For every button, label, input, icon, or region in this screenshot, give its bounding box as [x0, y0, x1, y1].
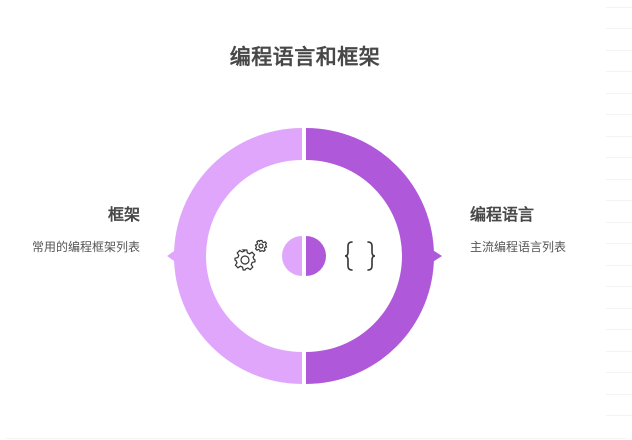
left-segment	[167, 128, 302, 384]
right-segment	[306, 128, 442, 384]
left-label-description: 常用的编程框架列表	[31, 240, 140, 254]
background-guide-lines	[606, 0, 632, 440]
right-label-description: 主流编程语言列表	[470, 240, 567, 254]
right-label-title: 编程语言	[470, 205, 535, 224]
curly-braces-icon	[344, 241, 376, 271]
left-label-title: 框架	[107, 205, 140, 224]
center-circle	[282, 236, 326, 276]
bottom-divider	[6, 438, 626, 439]
gears-icon	[234, 239, 268, 271]
diagram-title: 编程语言和框架	[229, 45, 381, 69]
